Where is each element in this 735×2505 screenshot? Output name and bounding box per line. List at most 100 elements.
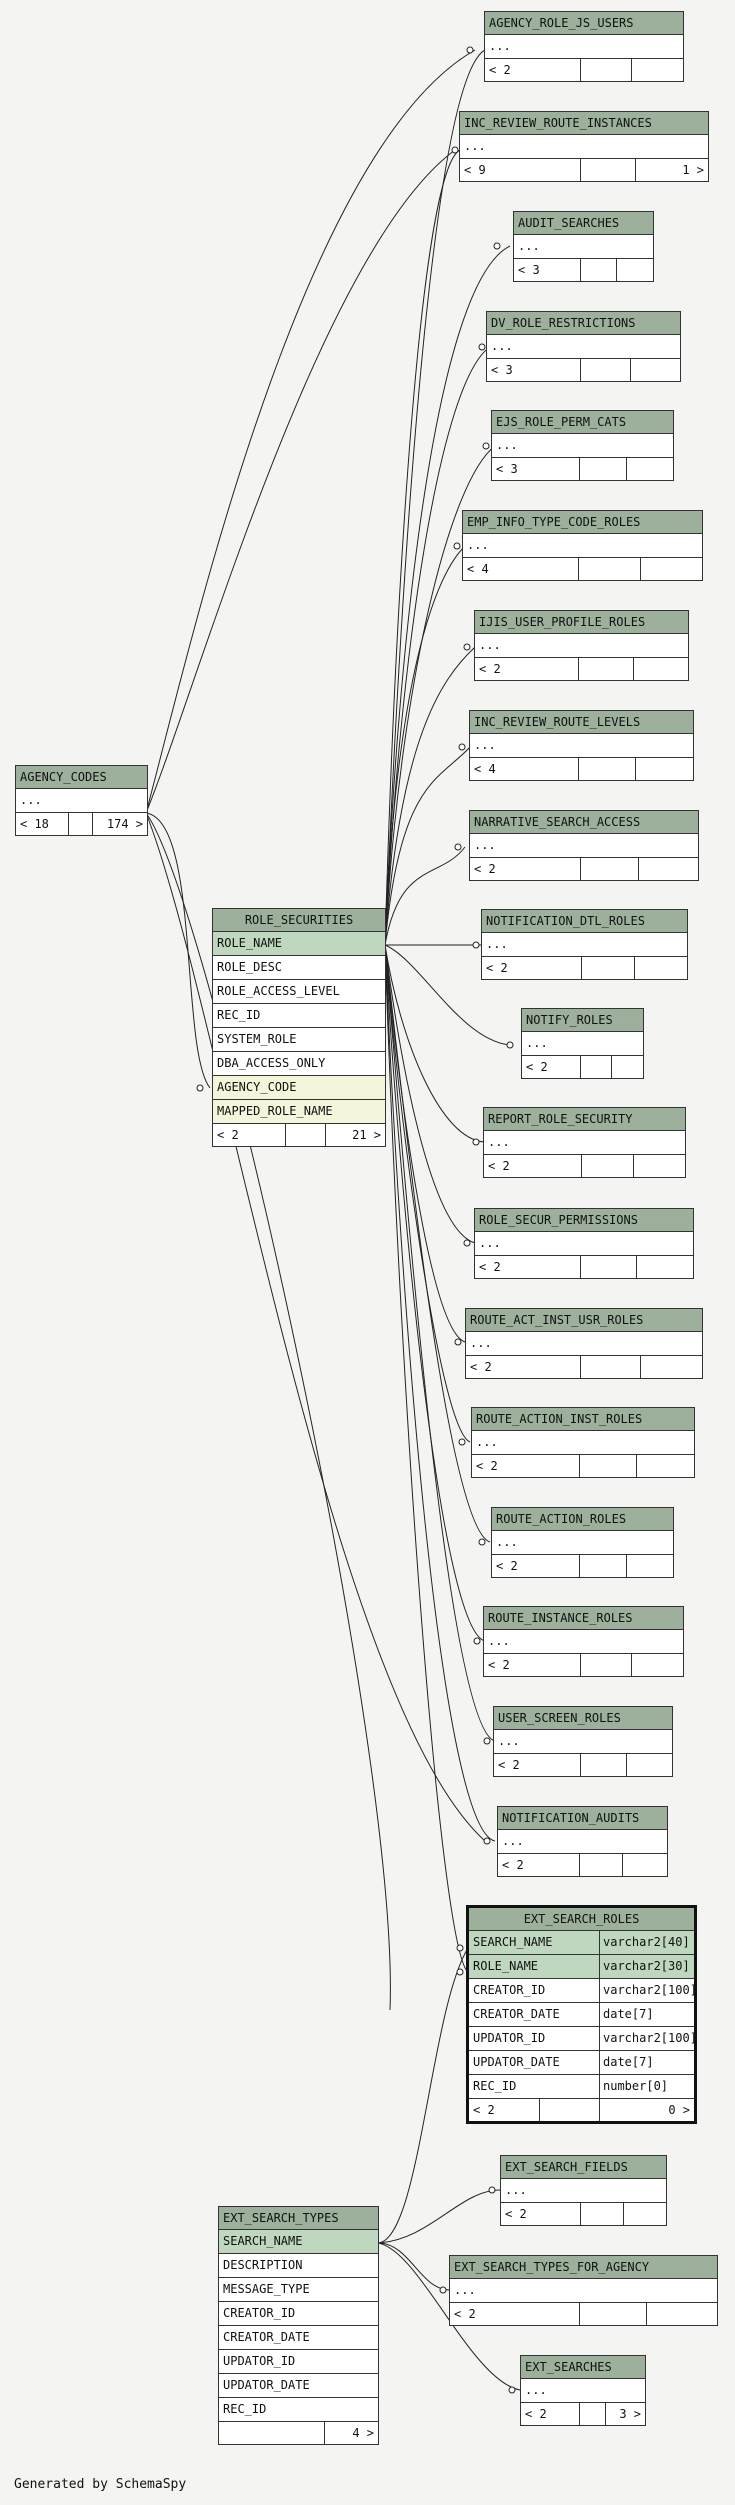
table-more-columns: ... <box>492 434 673 458</box>
column-type: varchar2[40] <box>599 1931 690 1954</box>
table-role-secur-permissions[interactable]: ROLE_SECUR_PERMISSIONS ... < 2 <box>474 1208 694 1279</box>
table-more-columns: ... <box>450 2279 717 2303</box>
child-count: < 2 <box>505 2207 527 2221</box>
child-count: < 2 <box>486 961 508 975</box>
table-role-securities[interactable]: ROLE_SECURITIES ROLE_NAME ROLE_DESC ROLE… <box>212 908 386 1147</box>
table-more-columns: ... <box>16 789 147 813</box>
table-footer: < 2 <box>475 1256 693 1278</box>
table-name: NOTIFICATION_AUDITS <box>498 1807 667 1830</box>
table-footer: < 3 <box>492 458 673 480</box>
table-footer: < 3 <box>487 359 680 381</box>
table-route-action-roles[interactable]: ROUTE_ACTION_ROLES ... < 2 <box>491 1507 674 1578</box>
table-notification-dtl-roles[interactable]: NOTIFICATION_DTL_ROLES ... < 2 <box>481 909 688 980</box>
parent-count: 4 > <box>352 2426 374 2440</box>
table-footer: < 3 <box>514 259 653 281</box>
table-footer: < 2 <box>485 59 683 81</box>
column-rec-id: REC_ID <box>213 1004 385 1028</box>
table-name: NOTIFY_ROLES <box>522 1009 643 1032</box>
table-ext-search-types-for-agency[interactable]: EXT_SEARCH_TYPES_FOR_AGENCY ... < 2 <box>449 2255 718 2326</box>
table-name: ROLE_SECUR_PERMISSIONS <box>475 1209 693 1232</box>
table-route-action-inst-roles[interactable]: ROUTE_ACTION_INST_ROLES ... < 2 <box>471 1407 695 1478</box>
table-more-columns: ... <box>485 35 683 59</box>
table-footer: < 2 <box>482 957 687 979</box>
parent-count: 21 > <box>352 1128 381 1142</box>
table-audit-searches[interactable]: AUDIT_SEARCHES ... < 3 <box>513 211 654 282</box>
child-count: < 4 <box>474 762 496 776</box>
table-route-instance-roles[interactable]: ROUTE_INSTANCE_ROLES ... < 2 <box>483 1606 684 1677</box>
table-more-columns: ... <box>521 2379 645 2403</box>
child-count: < 2 <box>479 662 501 676</box>
child-count: < 3 <box>496 462 518 476</box>
table-ejs-role-perm-cats[interactable]: EJS_ROLE_PERM_CATS ... < 3 <box>491 410 674 481</box>
child-count: < 2 <box>217 1128 239 1142</box>
column-search-name: SEARCH_NAME <box>219 2230 378 2254</box>
column-mapped-role-name: MAPPED_ROLE_NAME <box>213 1100 385 1124</box>
table-more-columns: ... <box>494 1730 672 1754</box>
child-count: < 2 <box>476 1459 498 1473</box>
column-message-type: MESSAGE_TYPE <box>219 2278 378 2302</box>
table-name: AGENCY_CODES <box>16 766 147 789</box>
table-footer: < 2 <box>484 1654 683 1676</box>
table-name: USER_SCREEN_ROLES <box>494 1707 672 1730</box>
table-more-columns: ... <box>466 1332 702 1356</box>
table-more-columns: ... <box>501 2179 666 2203</box>
column-system-role: SYSTEM_ROLE <box>213 1028 385 1052</box>
table-ext-search-types[interactable]: EXT_SEARCH_TYPES SEARCH_NAME DESCRIPTION… <box>218 2206 379 2445</box>
column-name: REC_ID <box>473 2079 517 2093</box>
table-name: INC_REVIEW_ROUTE_INSTANCES <box>460 112 708 135</box>
table-footer: < 2 <box>472 1455 694 1477</box>
column-name: UPDATOR_ID <box>473 2031 546 2045</box>
table-more-columns: ... <box>487 335 680 359</box>
table-name: EXT_SEARCH_TYPES <box>219 2207 378 2230</box>
table-more-columns: ... <box>460 135 708 159</box>
table-notification-audits[interactable]: NOTIFICATION_AUDITS ... < 2 <box>497 1806 668 1877</box>
table-more-columns: ... <box>492 1531 673 1555</box>
table-notify-roles[interactable]: NOTIFY_ROLES ... < 2 <box>521 1008 644 1079</box>
table-more-columns: ... <box>472 1431 694 1455</box>
child-count: < 2 <box>525 2407 547 2421</box>
column-type: varchar2[100] <box>599 1979 694 2002</box>
table-footer: < 2 <box>492 1555 673 1577</box>
table-footer: 4 > <box>219 2422 378 2444</box>
column-rec-id: REC_ID number[0] <box>469 2075 694 2099</box>
table-footer: < 2 <box>522 1056 643 1078</box>
column-type: number[0] <box>599 2075 668 2098</box>
table-more-columns: ... <box>484 1630 683 1654</box>
child-count: < 2 <box>489 63 511 77</box>
table-route-act-inst-usr-roles[interactable]: ROUTE_ACT_INST_USR_ROLES ... < 2 <box>465 1308 703 1379</box>
table-footer: < 2 21 > <box>213 1124 385 1146</box>
table-ext-search-fields[interactable]: EXT_SEARCH_FIELDS ... < 2 <box>500 2155 667 2226</box>
table-inc-review-route-levels[interactable]: INC_REVIEW_ROUTE_LEVELS ... < 4 <box>469 710 694 781</box>
parent-count: 174 > <box>106 817 143 831</box>
table-dv-role-restrictions[interactable]: DV_ROLE_RESTRICTIONS ... < 3 <box>486 311 681 382</box>
child-count: < 9 <box>464 163 486 177</box>
table-footer: < 2 <box>494 1754 672 1776</box>
child-count: < 2 <box>470 1360 492 1374</box>
parent-count: 3 > <box>619 2407 641 2421</box>
table-footer: < 2 <box>470 858 698 880</box>
table-user-screen-roles[interactable]: USER_SCREEN_ROLES ... < 2 <box>493 1706 673 1777</box>
child-count: < 2 <box>498 1758 520 1772</box>
table-more-columns: ... <box>470 734 693 758</box>
column-type: date[7] <box>599 2051 654 2074</box>
column-creator-date: CREATOR_DATE <box>219 2326 378 2350</box>
child-count: < 2 <box>488 1159 510 1173</box>
table-more-columns: ... <box>470 834 698 858</box>
generated-by-credit: Generated by SchemaSpy <box>14 2477 187 2492</box>
child-count: < 2 <box>526 1060 548 1074</box>
table-emp-info-type-code-roles[interactable]: EMP_INFO_TYPE_CODE_ROLES ... < 4 <box>462 510 703 581</box>
table-footer: < 2 <box>484 1155 685 1177</box>
table-ijis-user-profile-roles[interactable]: IJIS_USER_PROFILE_ROLES ... < 2 <box>474 610 689 681</box>
column-name: UPDATOR_DATE <box>473 2055 560 2069</box>
table-report-role-security[interactable]: REPORT_ROLE_SECURITY ... < 2 <box>483 1107 686 1178</box>
table-name: NARRATIVE_SEARCH_ACCESS <box>470 811 698 834</box>
table-narrative-search-access[interactable]: NARRATIVE_SEARCH_ACCESS ... < 2 <box>469 810 699 881</box>
table-agency-role-js-users[interactable]: AGENCY_ROLE_JS_USERS ... < 2 <box>484 11 684 82</box>
